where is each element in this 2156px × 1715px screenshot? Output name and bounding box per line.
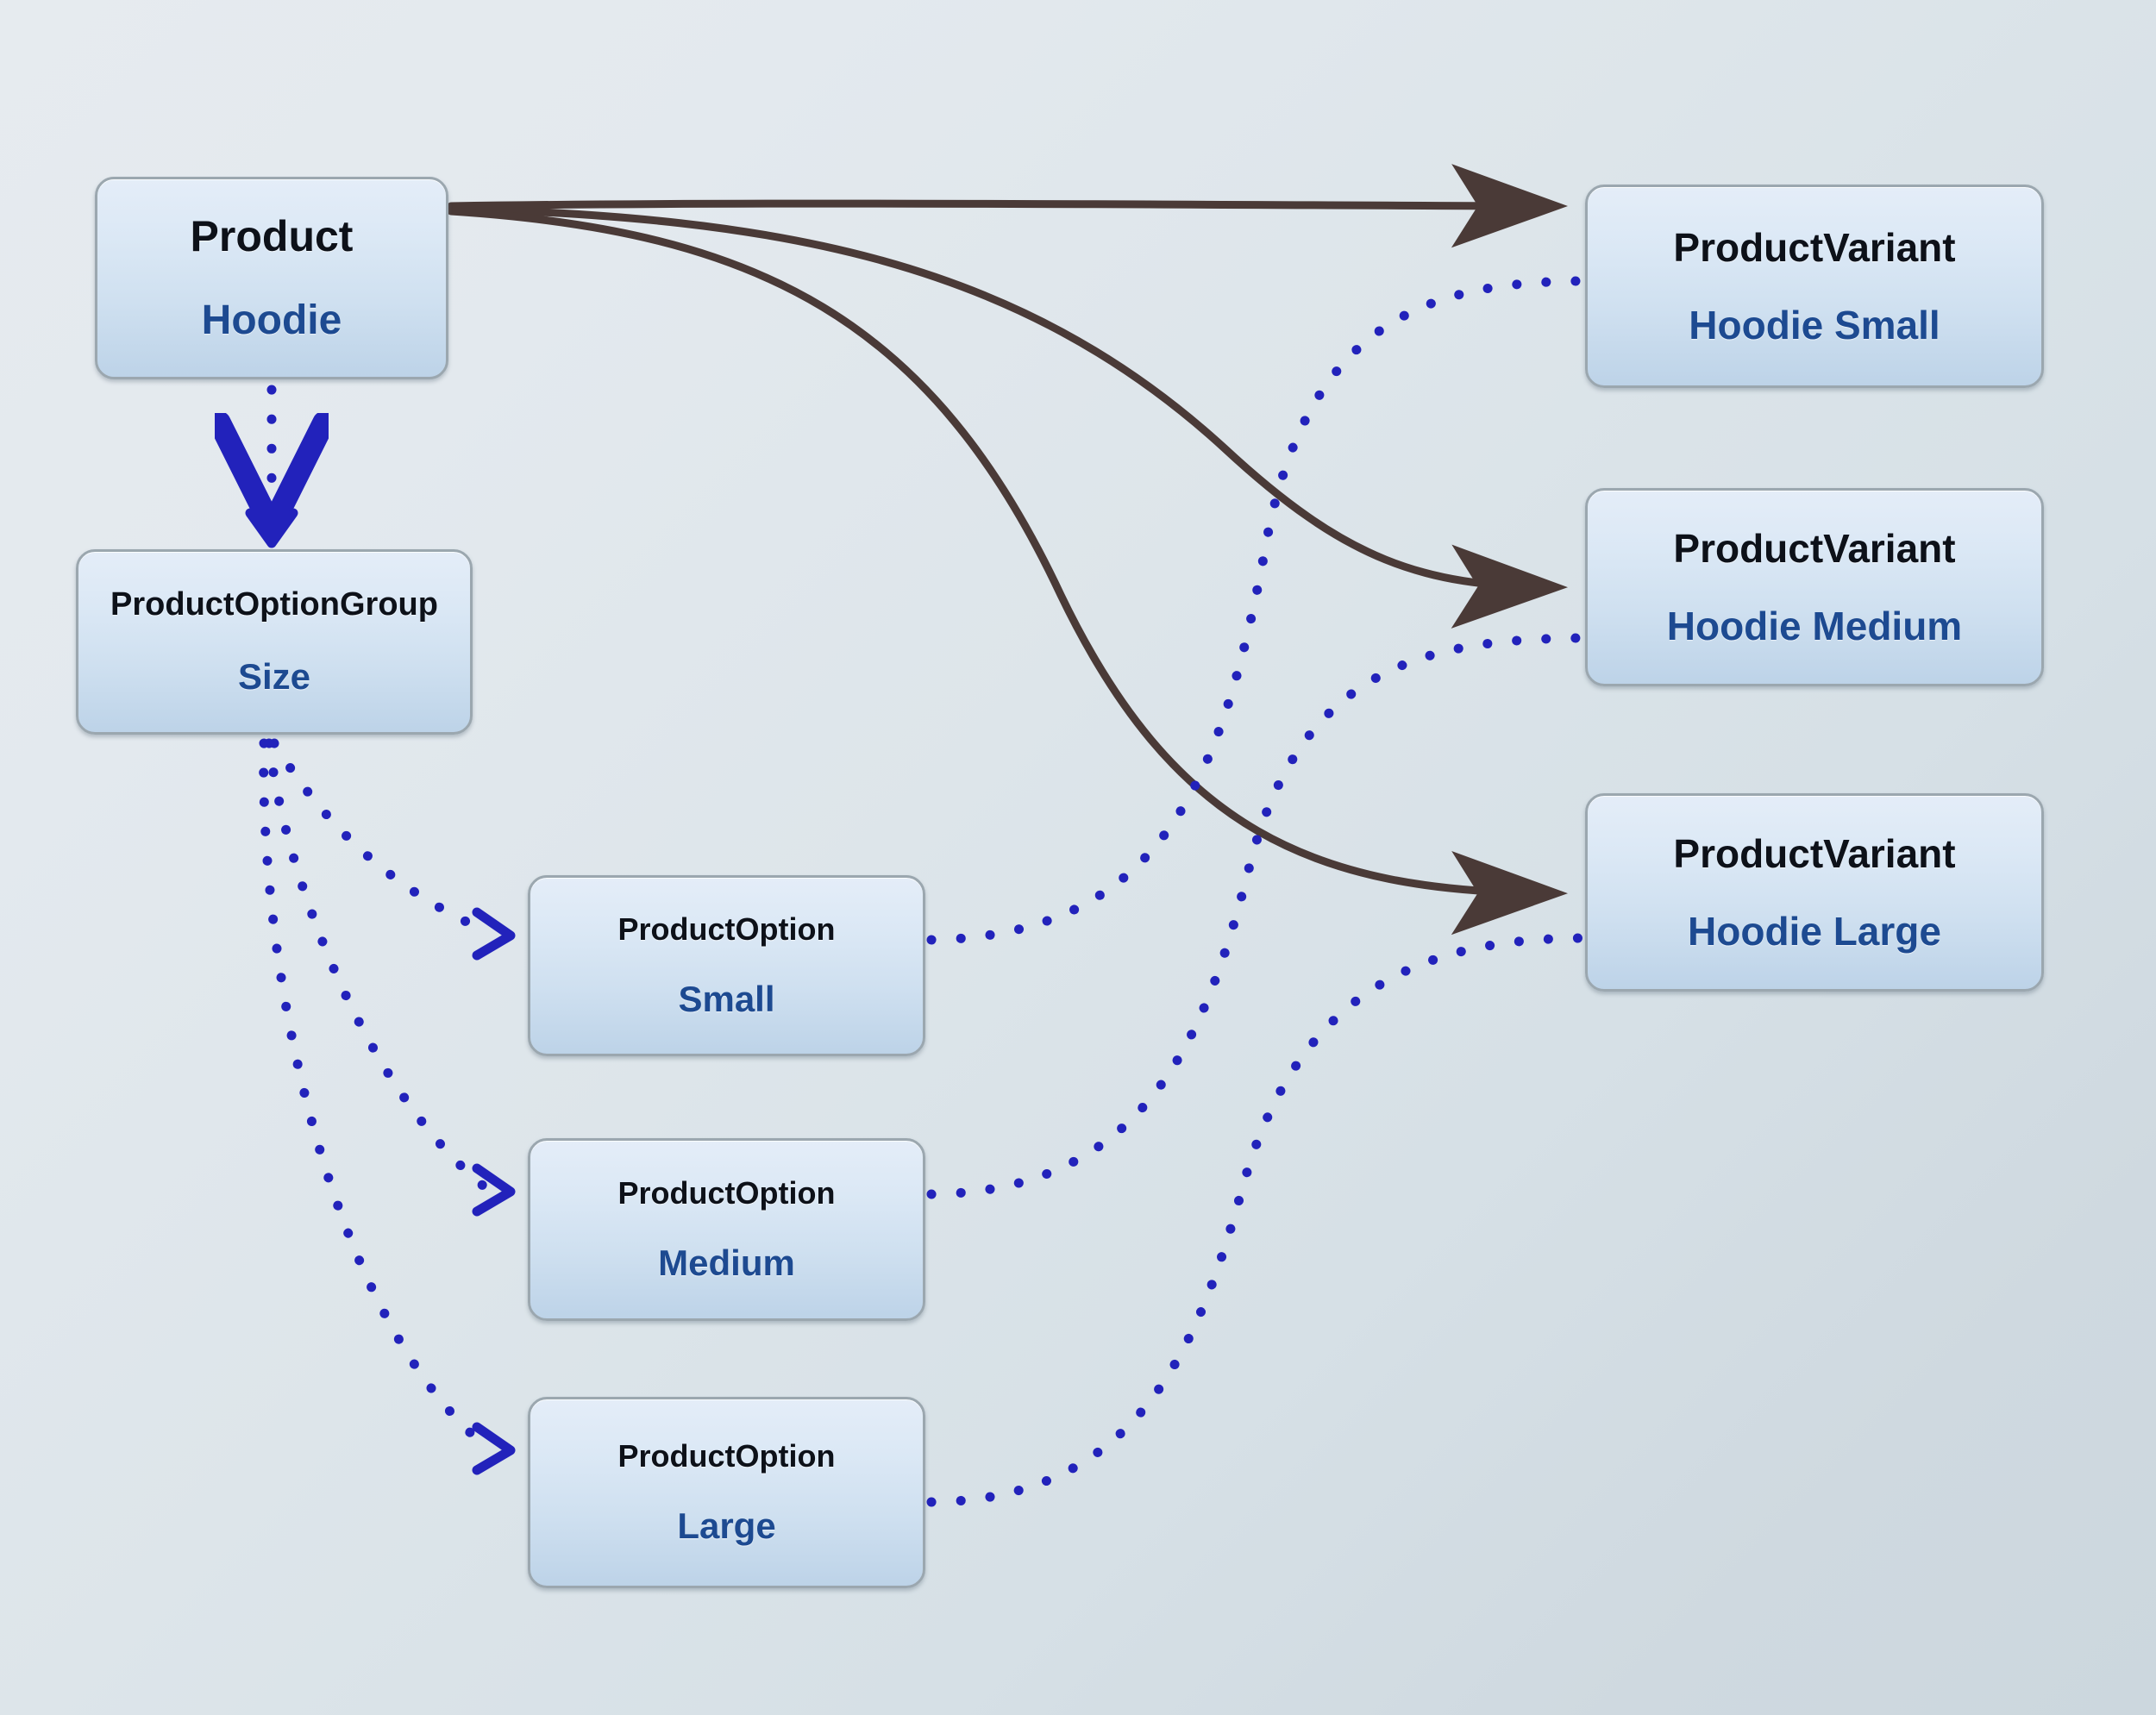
node-product-option-large[interactable]: ProductOption Large bbox=[528, 1397, 925, 1588]
node-product-value: Hoodie bbox=[201, 297, 342, 343]
edge-optiongroup-to-option-large bbox=[259, 738, 488, 1449]
edge-option-medium-to-variant-medium bbox=[926, 633, 1583, 1199]
chevron-arrowheads bbox=[245, 508, 516, 1475]
chevron-icon-down-optiongroup bbox=[245, 508, 298, 548]
chevron-icon-option-medium bbox=[472, 1163, 516, 1217]
node-product-variant-small[interactable]: ProductVariant Hoodie Small bbox=[1585, 185, 2044, 388]
node-product-variant-medium-value: Hoodie Medium bbox=[1666, 604, 1963, 648]
edge-product-variant-small bbox=[447, 164, 1568, 248]
node-product-variant-large[interactable]: ProductVariant Hoodie Large bbox=[1585, 793, 2044, 992]
node-product-variant-small-value: Hoodie Small bbox=[1689, 303, 1940, 347]
node-product-option-group-type: ProductOptionGroup bbox=[110, 585, 438, 623]
edge-group-dotted bbox=[259, 276, 1583, 1507]
node-product-variant-small-type: ProductVariant bbox=[1673, 224, 1956, 270]
node-product[interactable]: Product Hoodie bbox=[95, 177, 448, 379]
node-product-option-group[interactable]: ProductOptionGroup Size bbox=[76, 549, 473, 735]
edge-option-small-to-variant-small bbox=[926, 276, 1583, 945]
chevron-icon-option-large bbox=[472, 1422, 516, 1475]
node-product-variant-large-value: Hoodie Large bbox=[1688, 909, 1941, 954]
edge-group-product-to-variants bbox=[447, 164, 1568, 936]
node-product-option-small-value: Small bbox=[678, 978, 775, 1019]
node-product-type: Product bbox=[190, 212, 354, 261]
node-product-option-small-type: ProductOption bbox=[617, 911, 836, 948]
node-product-option-large-value: Large bbox=[677, 1505, 776, 1546]
node-product-variant-medium[interactable]: ProductVariant Hoodie Medium bbox=[1585, 488, 2044, 686]
node-product-option-group-value: Size bbox=[237, 656, 311, 698]
edge-optiongroup-to-option-medium bbox=[264, 738, 488, 1191]
node-product-option-medium-value: Medium bbox=[658, 1242, 795, 1283]
node-product-option-medium[interactable]: ProductOption Medium bbox=[528, 1138, 925, 1321]
edge-product-variant-large bbox=[447, 207, 1568, 936]
edge-product-variant-medium bbox=[447, 204, 1568, 629]
edge-optiongroup-to-option-small bbox=[269, 738, 488, 935]
edge-option-large-to-variant-large bbox=[926, 933, 1583, 1507]
node-product-variant-medium-type: ProductVariant bbox=[1673, 525, 1956, 571]
node-product-option-large-type: ProductOption bbox=[617, 1438, 836, 1474]
node-product-variant-large-type: ProductVariant bbox=[1673, 830, 1956, 876]
chevron-icon-option-small bbox=[472, 907, 516, 961]
node-product-option-medium-type: ProductOption bbox=[617, 1175, 836, 1211]
node-product-option-small[interactable]: ProductOption Small bbox=[528, 875, 925, 1056]
